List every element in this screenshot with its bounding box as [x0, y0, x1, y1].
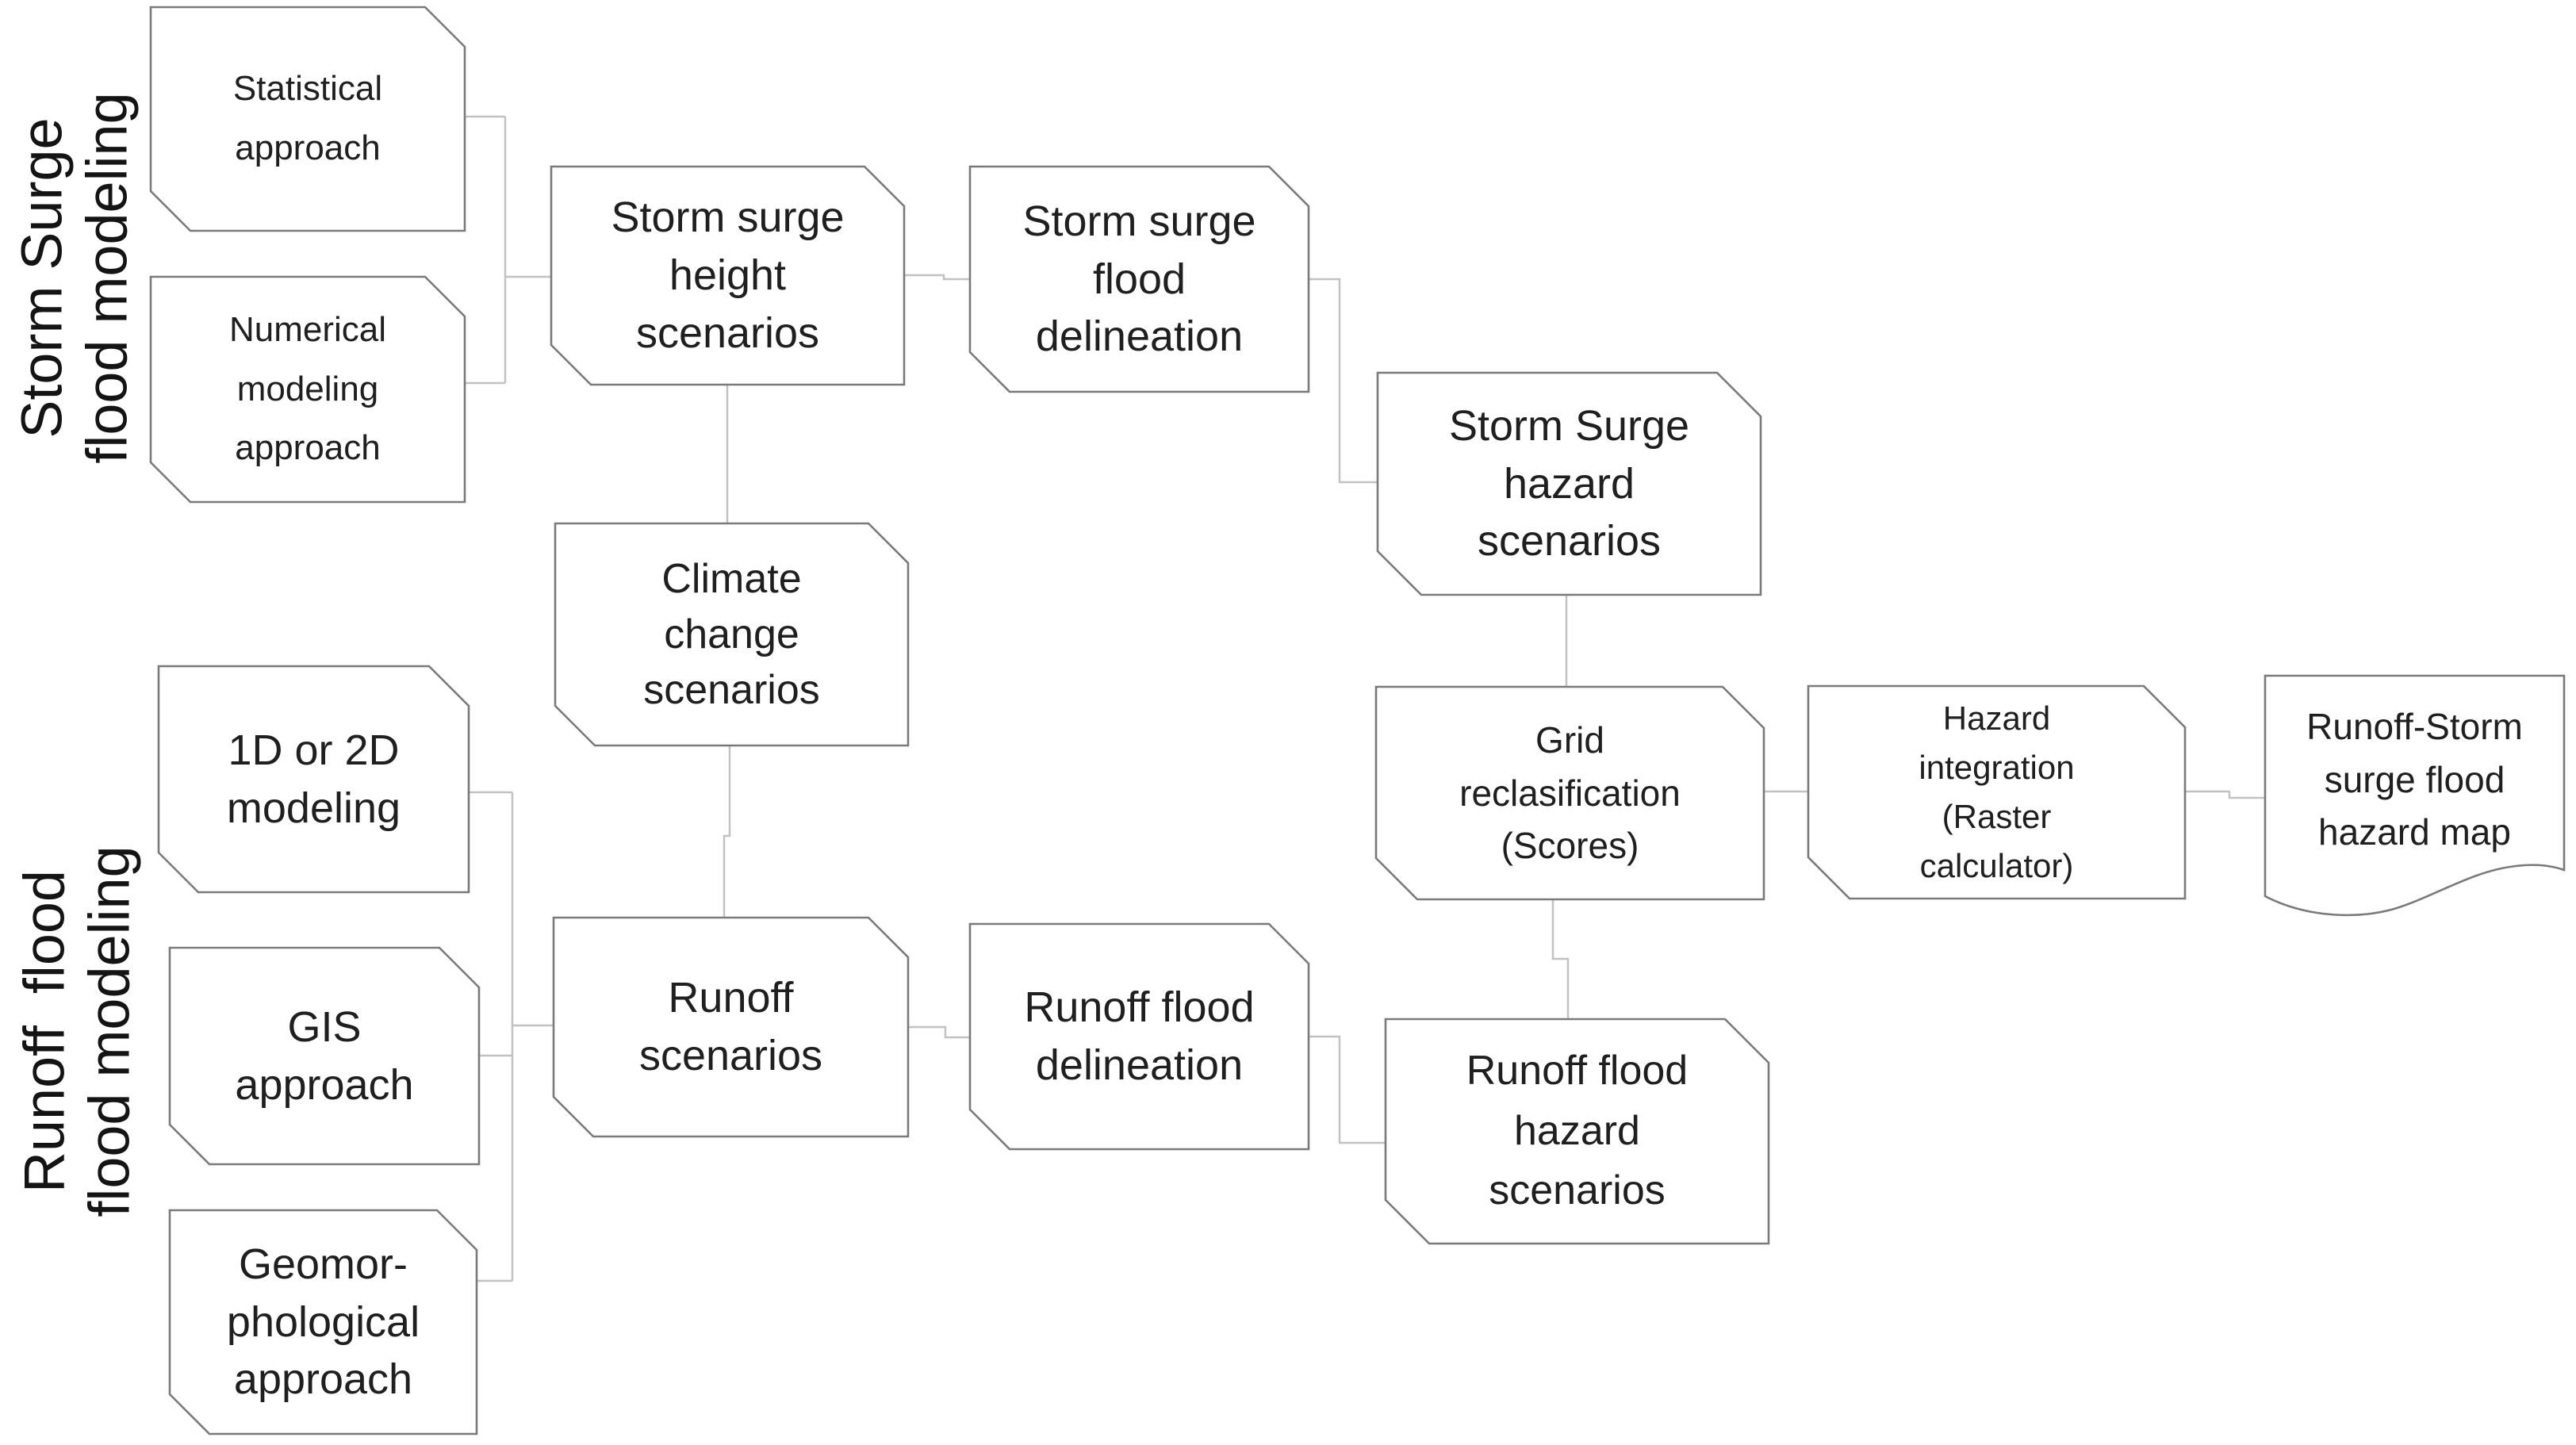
node-statistical-approach-shape — [149, 6, 466, 232]
node-1d-or-2d-modeling-shape — [157, 665, 470, 894]
node-runoff-flood-delineation-shape — [968, 922, 1310, 1151]
node-storm-surge-flood-delineation: Storm surge flood delineation — [1022, 197, 1256, 361]
connector-layer — [465, 115, 2265, 1282]
connector-runoff-scen-to-delineation — [908, 1025, 970, 1039]
node-gis-approach: GIS approach — [235, 1002, 414, 1109]
connector-climate-to-runoff-scenarios — [723, 745, 731, 918]
connector-runoff-delin-to-hazard — [1309, 1035, 1386, 1144]
node-runoff-flood-delineation: Runoff flood delineation — [1024, 983, 1255, 1089]
connector-delineation-to-hazard — [1309, 278, 1378, 484]
group-label-runoff: Runoff flood flood modeling — [13, 845, 141, 1217]
node-storm-surge-height-scenarios: Storm surge height scenarios — [611, 194, 845, 357]
node-geomorphological-approach: Geomor- phological approach — [226, 1240, 420, 1404]
node-runoff-scenarios-shape — [552, 916, 910, 1138]
node-runoff-scenarios: Runoff scenarios — [638, 974, 823, 1079]
node-numerical-modeling-approach-shape — [149, 275, 466, 504]
node-grid-reclasification: Grid reclasification (Scores) — [1459, 719, 1681, 867]
node-hazard-integration-shape — [1807, 684, 2187, 900]
node-storm-surge-height-scenarios-shape — [550, 165, 906, 386]
node-gis-approach-shape — [168, 946, 481, 1166]
node-hazard-integration: Hazard integration (Raster calculator) — [1919, 699, 2075, 885]
node-climate-change-scenarios-shape — [554, 522, 910, 747]
node-storm-surge-hazard-scenarios-shape — [1376, 371, 1762, 596]
node-numerical-modeling-approach: Numerical modeling approach — [228, 309, 387, 468]
connector-grid-to-runoff-hazard — [1551, 899, 1570, 1019]
node-1d-or-2d-modeling: 1D or 2D modeling — [226, 726, 401, 832]
node-statistical-approach: Statistical approach — [232, 69, 383, 167]
node-output-map-shape — [2264, 674, 2566, 917]
node-runoff-storm-surge-flood-hazard-map: Runoff-Storm surge flood hazard map — [2306, 705, 2523, 853]
group-label-storm-surge: Storm Surge flood modeling — [10, 92, 139, 464]
node-climate-change-scenarios: Climate change scenarios — [643, 555, 820, 714]
node-grid-reclasification-shape — [1374, 685, 1765, 901]
node-runoff-flood-hazard-scenarios-shape — [1384, 1018, 1770, 1245]
node-runoff-flood-hazard-scenarios: Runoff flood hazard scenarios — [1466, 1048, 1689, 1214]
node-storm-surge-flood-delineation-shape — [968, 165, 1310, 393]
node-storm-surge-hazard-scenarios: Storm Surge hazard scenarios — [1448, 401, 1690, 565]
node-shape-layer — [149, 6, 2566, 1435]
connector-height-to-delineation — [904, 274, 970, 281]
connector-integration-to-map — [2185, 790, 2265, 799]
node-geomorphological-approach-shape — [168, 1209, 478, 1435]
